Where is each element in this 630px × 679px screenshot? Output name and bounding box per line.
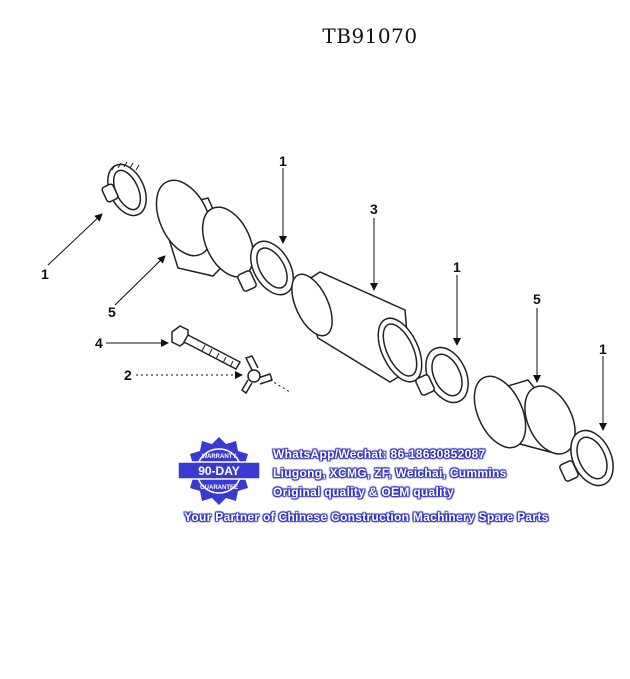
bolt bbox=[171, 325, 242, 370]
wing-nut bbox=[241, 355, 273, 395]
callout-2: 2 bbox=[124, 367, 132, 383]
hose-clamp-middle-left bbox=[237, 240, 295, 296]
page-title: TB91070 bbox=[322, 24, 418, 48]
callout-1-middle-right: 1 bbox=[453, 259, 461, 275]
callout-3: 3 bbox=[370, 201, 378, 217]
hose-clamp-top-left bbox=[101, 161, 147, 217]
callout-1-right: 1 bbox=[599, 341, 607, 357]
hose-clamp-bottom-right bbox=[559, 429, 614, 487]
watermark-brands: Liugong, XCMG, ZF, Weichai, Cummins bbox=[273, 466, 507, 480]
callout-1-top: 1 bbox=[279, 153, 287, 169]
badge-bottom-text: GUARANTEE bbox=[200, 485, 238, 491]
watermark-tagline: Your Partner of Chinese Construction Mac… bbox=[184, 510, 549, 524]
callout-5-left: 5 bbox=[108, 304, 116, 320]
badge-main-text: 90-DAY bbox=[198, 464, 240, 478]
warranty-badge: 90-DAY WARRANTY GUARANTEE bbox=[177, 437, 261, 505]
hose-sleeve-left bbox=[155, 179, 255, 278]
hose-clamp-middle-right bbox=[415, 346, 469, 404]
callout-5-right: 5 bbox=[533, 291, 541, 307]
hose-sleeve-right bbox=[473, 375, 576, 455]
tube-body bbox=[291, 271, 423, 383]
callout-4: 4 bbox=[95, 335, 103, 351]
callout-1-left: 1 bbox=[41, 266, 49, 282]
watermark-quality: Original quality & OEM quality bbox=[273, 485, 455, 499]
watermark-contact: WhatsApp/Wechat: 86-18630852087 bbox=[273, 447, 486, 461]
badge-top-text: WARRANTY bbox=[202, 454, 237, 460]
